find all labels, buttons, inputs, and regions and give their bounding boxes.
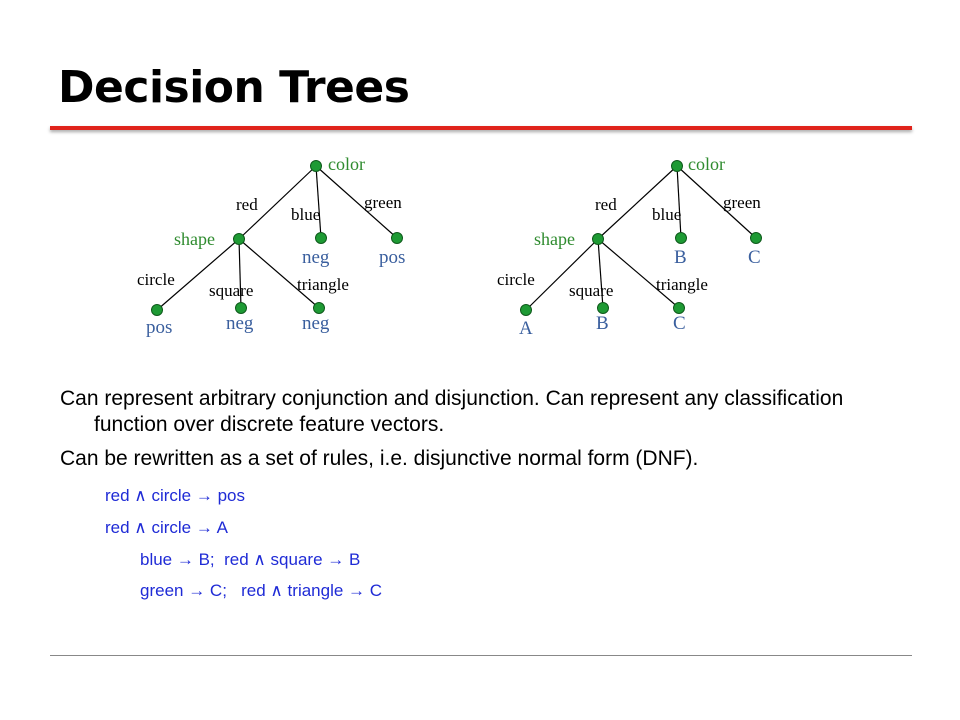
tree2-blue-leaf-node [675,232,687,244]
tree2-green-leaf-label: C [748,247,761,268]
tree2-square-leaf-label: B [596,313,609,334]
tree1-green-leaf-node [391,232,403,244]
tree1-edge-triangle [238,238,320,309]
tree2-root-node [671,160,683,172]
rule-line-2: red ∧ circle → A [105,518,228,537]
tree1-square-leaf-label: neg [226,313,254,334]
tree1-edge-red [238,165,317,240]
rule-line-3: blue → B; red ∧ square → B [140,550,361,569]
tree-1: color red blue green shape neg pos circl… [137,154,405,338]
tree1-root-label: color [328,154,365,174]
tree2-edge-square-label: square [569,281,613,300]
tree1-edge-triangle-label: triangle [297,275,349,294]
tree2-triangle-leaf-label: C [673,313,686,334]
tree1-edge-circle-label: circle [137,270,175,289]
decision-tree-diagrams: color red blue green shape neg pos circl… [137,154,762,339]
tree2-circle-leaf-node [520,304,532,316]
rule-line-4: green → C; red ∧ triangle → C [140,581,383,600]
tree2-edge-triangle [597,238,680,309]
tree1-edge-blue [315,165,322,239]
tree1-edge-blue-label: blue [291,205,320,224]
tree2-edge-blue-label: blue [652,205,681,224]
tree2-blue-leaf-label: B [674,247,687,268]
tree1-edge-square-label: square [209,281,253,300]
tree2-root-label: color [688,154,725,174]
tree1-shape-node [233,233,245,245]
tree1-triangle-leaf-label: neg [302,313,330,334]
tree1-square-leaf-node [235,302,247,314]
tree1-root-node [310,160,322,172]
tree2-green-leaf-node [750,232,762,244]
tree2-edge-circle [525,238,599,311]
tree-2: color red blue green shape B C circle sq… [497,154,762,339]
tree2-edge-circle-label: circle [497,270,535,289]
tree1-edge-green [315,165,398,239]
paragraph-dnf: Can be rewritten as a set of rules, i.e.… [60,447,699,470]
tree1-shape-label: shape [174,229,215,249]
tree2-triangle-leaf-node [673,302,685,314]
tree1-circle-leaf-node [151,304,163,316]
tree2-edge-green [676,165,757,239]
tree1-edge-square [238,238,242,309]
paragraph-representation: Can represent arbitrary conjunction and … [60,387,844,436]
tree1-circle-leaf-label: pos [146,317,172,338]
tree2-circle-leaf-label: A [519,318,533,339]
tree1-green-leaf-label: pos [379,247,405,268]
tree1-blue-leaf-label: neg [302,247,330,268]
tree2-edge-blue [676,165,682,239]
tree1-blue-leaf-node [315,232,327,244]
tree1-edge-green-label: green [364,193,402,212]
tree2-square-leaf-node [597,302,609,314]
tree2-edge-red-label: red [595,195,617,214]
rule-line-1: red ∧ circle → pos [105,486,245,505]
body-text: Can represent arbitrary conjunction and … [60,386,920,480]
title-underline [50,126,912,130]
tree2-shape-node [592,233,604,245]
tree2-edge-red [597,165,678,240]
footer-divider [50,655,912,656]
tree1-triangle-leaf-node [313,302,325,314]
tree1-edge-circle [156,238,240,311]
tree2-edge-triangle-label: triangle [656,275,708,294]
slide-title: Decision Trees [58,62,410,113]
tree1-edge-red-label: red [236,195,258,214]
tree2-edge-square [597,238,604,309]
tree2-shape-label: shape [534,229,575,249]
tree2-edge-green-label: green [723,193,761,212]
